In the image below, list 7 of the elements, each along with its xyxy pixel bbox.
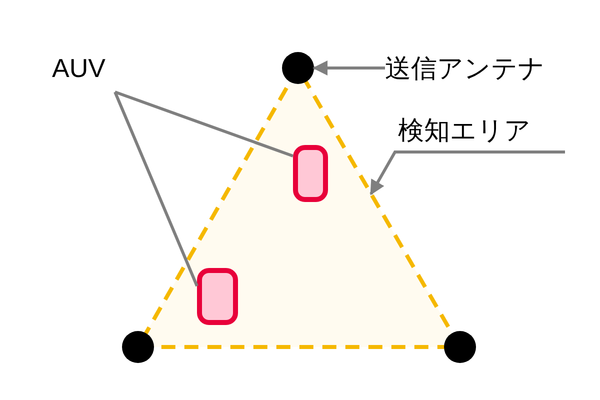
callout-label: AUV	[52, 52, 106, 85]
leader-line	[114, 90, 294, 158]
callout-label: 検知エリア	[398, 114, 531, 147]
callout-label: 送信アンテナ	[385, 52, 545, 85]
arrow	[312, 60, 385, 76]
arrow	[370, 150, 565, 196]
leader-line	[114, 91, 198, 287]
